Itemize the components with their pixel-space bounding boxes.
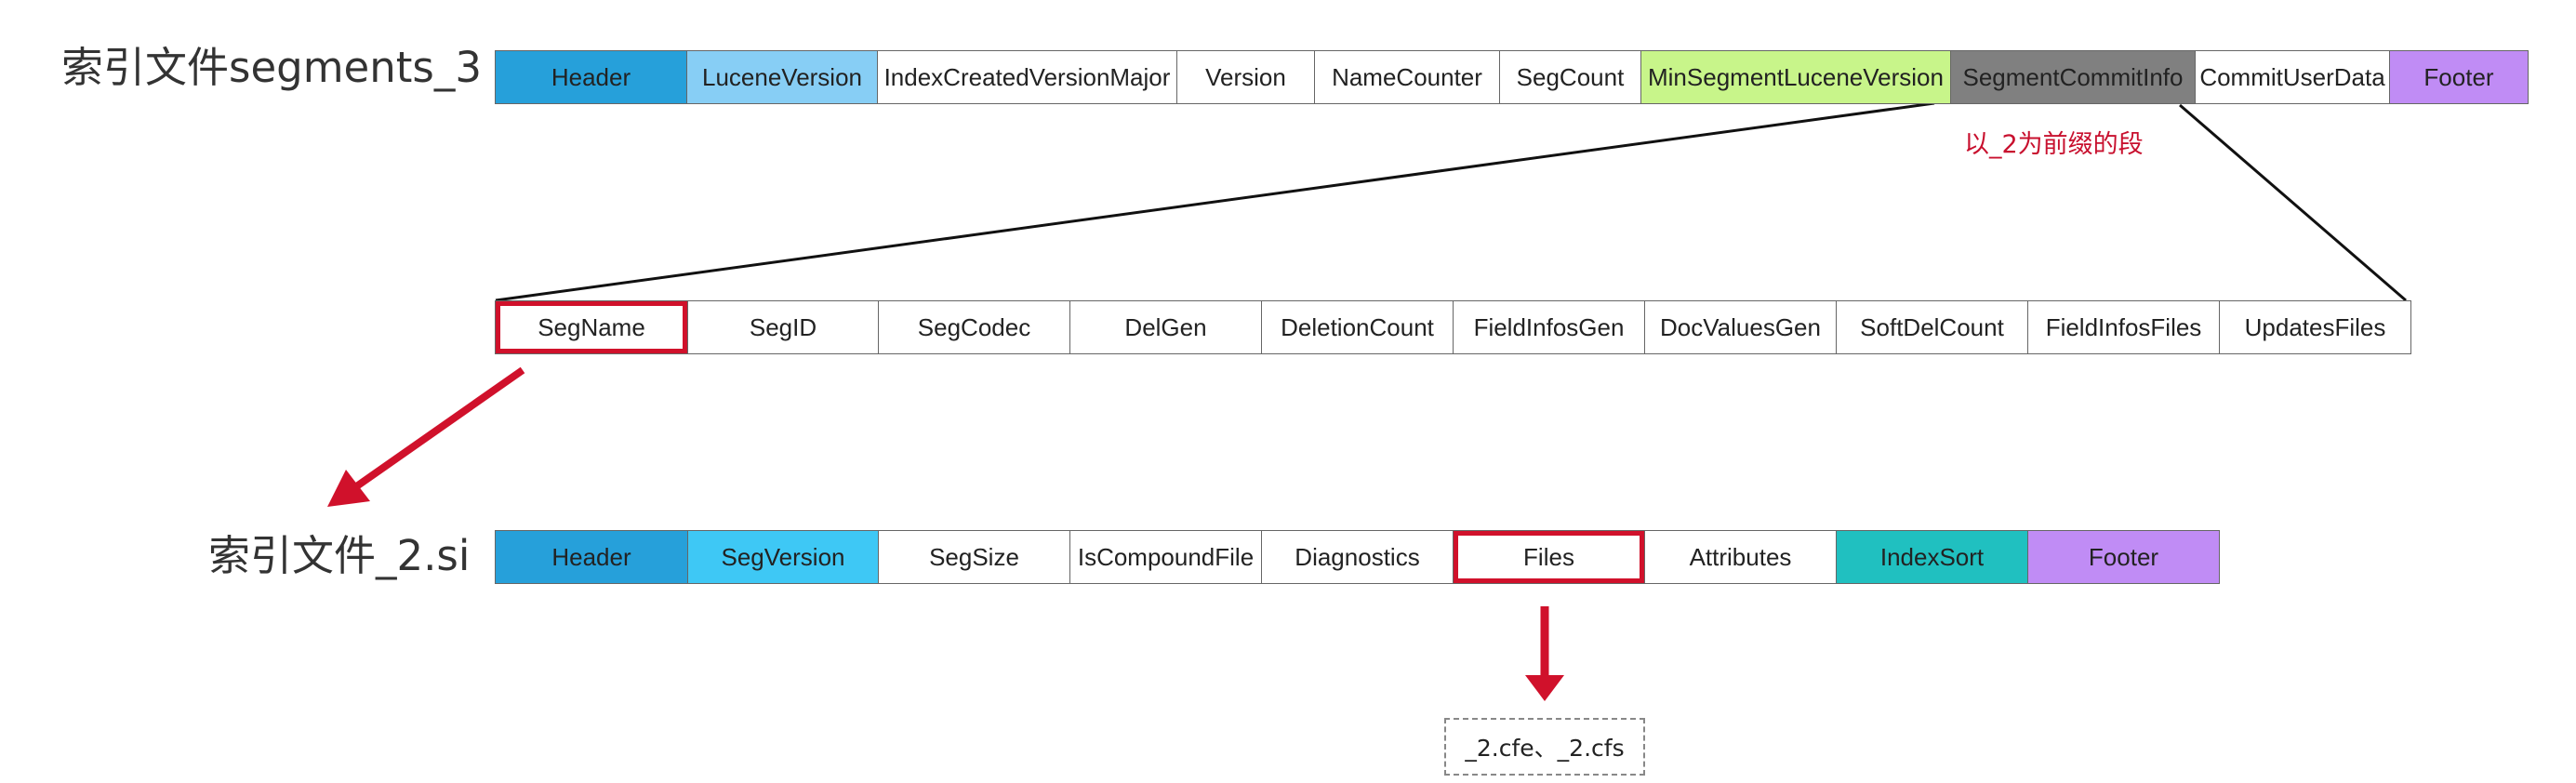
commit-info-fieldinfosfiles-field: FieldInfosFiles bbox=[2028, 301, 2220, 353]
commit-info-docvaluesgen-field: DocValuesGen bbox=[1645, 301, 1837, 353]
commit-info-fieldinfosgen-field: FieldInfosGen bbox=[1454, 301, 1645, 353]
si-header-field: Header bbox=[496, 531, 688, 583]
si-footer-field: Footer bbox=[2028, 531, 2220, 583]
commit-info-softdelcount-field: SoftDelCount bbox=[1837, 301, 2028, 353]
segments-namecounter-field: NameCounter bbox=[1315, 51, 1500, 103]
commit-info-deletioncount-field: DeletionCount bbox=[1262, 301, 1454, 353]
si-iscompoundfile-field: IsCompoundFile bbox=[1070, 531, 1262, 583]
segname-arrow-shaft bbox=[352, 366, 525, 491]
segments-minsegmentluceneversion-field: MinSegmentLuceneVersion bbox=[1641, 51, 1951, 103]
segments-segcount-field: SegCount bbox=[1500, 51, 1641, 103]
segments-indexcreatedversionmajor-field: IndexCreatedVersionMajor bbox=[878, 51, 1177, 103]
files-arrow-head bbox=[1525, 675, 1564, 701]
files-value-box: _2.cfe、_2.cfs bbox=[1444, 718, 1645, 776]
segments-footer-field: Footer bbox=[2390, 51, 2529, 103]
si-segversion-field: SegVersion bbox=[688, 531, 879, 583]
si-file-label: 索引文件_2.si bbox=[208, 531, 471, 580]
commit-info-segcodec-field: SegCodec bbox=[879, 301, 1070, 353]
segments-luceneversion-field: LuceneVersion bbox=[687, 51, 878, 103]
si-diagnostics-field: Diagnostics bbox=[1262, 531, 1454, 583]
expand-line-left bbox=[495, 101, 1935, 302]
si-attributes-field: Attributes bbox=[1645, 531, 1837, 583]
commit-info-updatesfiles-field: UpdatesFiles bbox=[2220, 301, 2411, 353]
segments-segmentcommitinfo-field: SegmentCommitInfo bbox=[1951, 51, 2196, 103]
si-files-field: Files bbox=[1454, 531, 1645, 583]
segments-version-field: Version bbox=[1177, 51, 1315, 103]
expand-line-right bbox=[2179, 103, 2407, 302]
si-indexsort-field: IndexSort bbox=[1837, 531, 2028, 583]
segment-prefix-annotation: 以_2为前缀的段 bbox=[1964, 130, 2144, 159]
si-segsize-field: SegSize bbox=[879, 531, 1070, 583]
commit-info-segname-field: SegName bbox=[496, 301, 688, 353]
commit-info-segid-field: SegID bbox=[688, 301, 879, 353]
segments-commituserdata-field: CommitUserData bbox=[2196, 51, 2390, 103]
segments-file-label: 索引文件segments_3 bbox=[61, 43, 482, 92]
segname-arrow-head bbox=[327, 470, 370, 507]
commit-info-delgen-field: DelGen bbox=[1070, 301, 1262, 353]
segments-header-field: Header bbox=[496, 51, 687, 103]
